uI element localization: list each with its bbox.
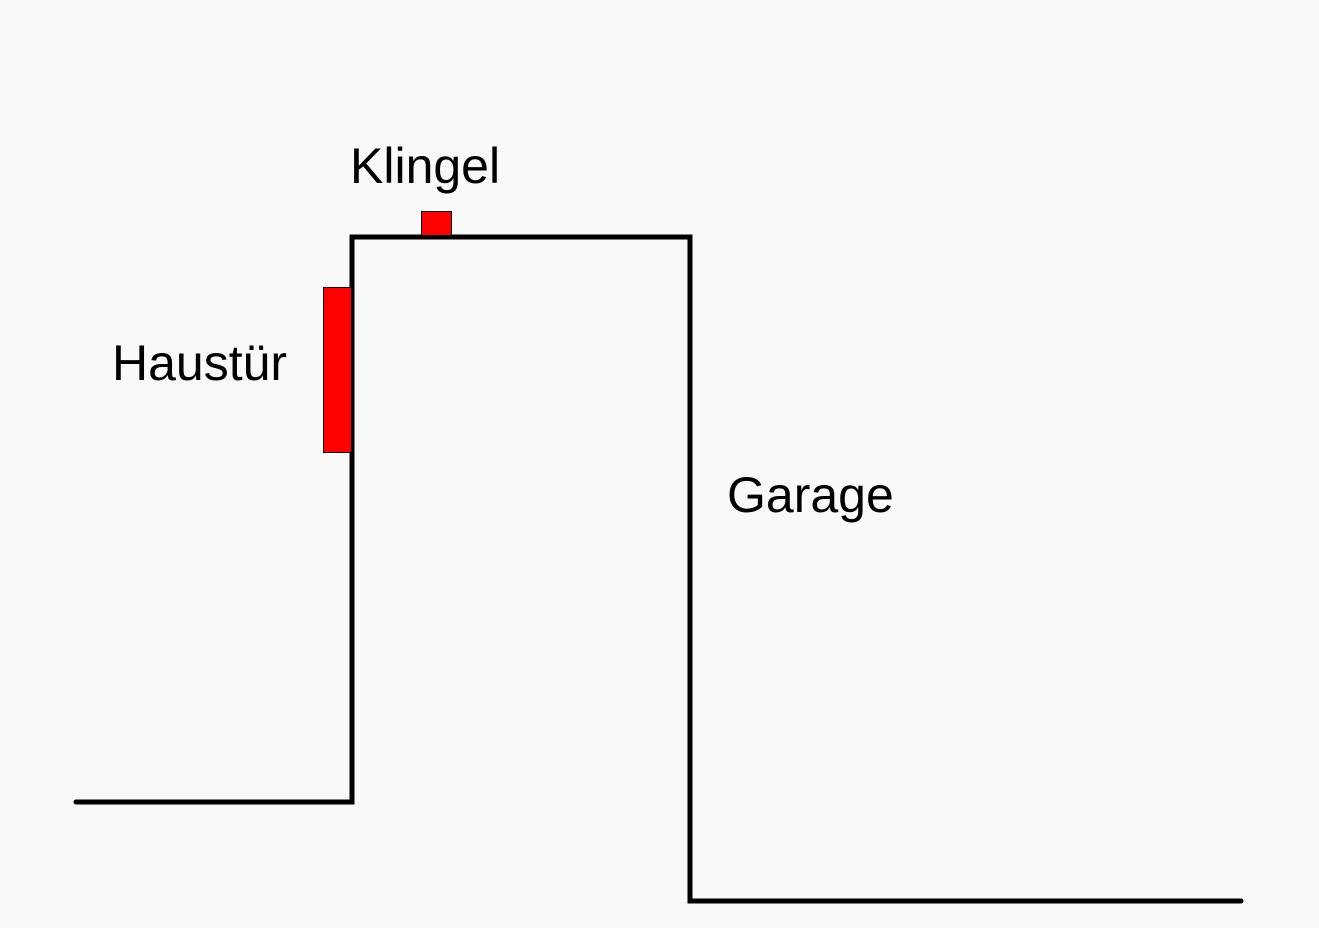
garage-label: Garage (727, 467, 894, 523)
doorbell-marker (421, 211, 452, 236)
front-door-marker (323, 287, 352, 453)
front-door-label: Haustür (112, 335, 287, 391)
building-outline (73, 234, 1244, 904)
doorbell-label: Klingel (350, 138, 500, 194)
